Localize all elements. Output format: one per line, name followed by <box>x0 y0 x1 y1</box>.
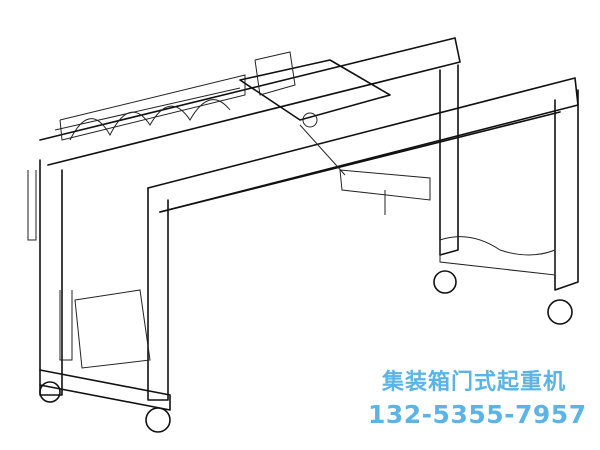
front-left-leg <box>147 187 169 401</box>
left-sill-beam <box>39 369 171 411</box>
rear-left-leg <box>39 159 63 396</box>
ladder-lower <box>59 290 73 361</box>
front-right-leg <box>554 89 579 291</box>
cable-festoon <box>69 99 231 141</box>
wheel <box>547 299 573 325</box>
trolley <box>239 59 391 121</box>
wheel <box>39 381 61 403</box>
product-title: 集装箱门式起重机 <box>382 370 567 395</box>
wheel <box>145 407 171 433</box>
cab-box <box>74 289 151 369</box>
trolley-frame <box>254 51 296 96</box>
walkway-handrail <box>59 74 246 141</box>
front-girder-bottom <box>159 111 561 213</box>
hoist-ropes <box>299 124 346 176</box>
ladder <box>27 170 37 241</box>
spreader <box>339 169 431 201</box>
front-girder <box>147 77 579 213</box>
rear-right-leg <box>439 64 459 256</box>
right-sill-beam <box>439 236 556 276</box>
phone-number: 132-5355-7957 <box>368 400 587 429</box>
wheel <box>433 270 457 294</box>
rear-walkway-rail <box>54 87 241 131</box>
trolley-drum <box>302 112 318 128</box>
rear-girder <box>39 37 461 166</box>
